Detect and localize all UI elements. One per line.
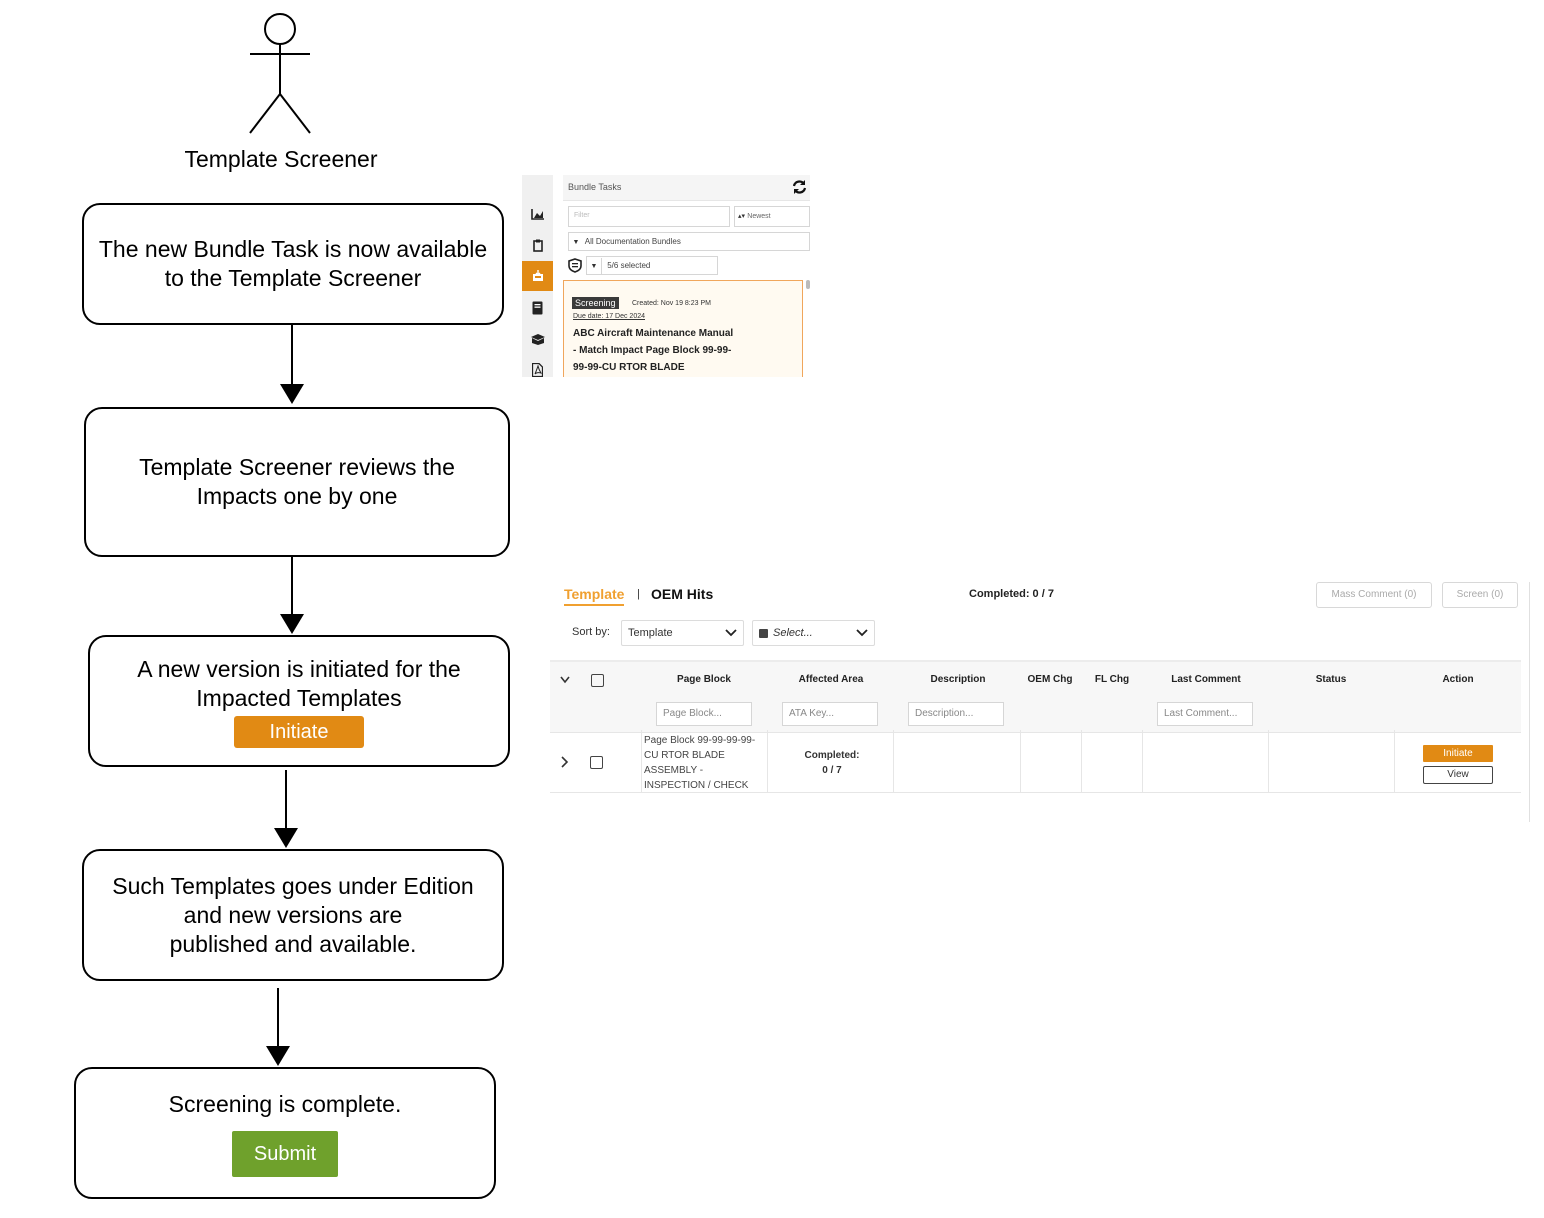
scrollbar-thumb[interactable] <box>806 280 810 289</box>
actor-figure <box>249 13 311 134</box>
step-screening-complete: Screening is complete. Submit <box>74 1067 496 1199</box>
caret-down-icon: ▼ <box>572 239 580 246</box>
column-header[interactable]: Affected Area <box>798 674 864 685</box>
type-select[interactable]: Select... <box>752 620 875 646</box>
page-block-line: ASSEMBLY - <box>644 765 704 776</box>
step-text: Such Templates goes under Edition and ne… <box>112 872 474 957</box>
sort-select[interactable]: Template <box>621 620 744 646</box>
status-select[interactable]: ▼ 5/6 selected <box>586 256 718 275</box>
pdf-icon[interactable] <box>522 355 553 377</box>
status-select-value: 5/6 selected <box>607 261 651 270</box>
sort-label: Sort by: <box>572 626 610 638</box>
sort-select-value: Template <box>628 627 673 639</box>
column-divider <box>1081 730 1082 792</box>
square-icon <box>759 629 768 638</box>
tab-separator: | <box>637 588 640 600</box>
shield-filter-icon[interactable] <box>568 258 582 273</box>
card-due-date[interactable]: Due date: 17 Dec 2024 <box>573 313 645 320</box>
sort-value: Newest <box>747 213 771 220</box>
column-header[interactable]: FL Chg <box>1094 674 1130 685</box>
mass-comment-button[interactable]: Mass Comment (0) <box>1316 582 1432 608</box>
column-divider <box>641 730 642 792</box>
right-border <box>1529 582 1530 822</box>
column-divider <box>1268 730 1269 792</box>
chevron-down-icon <box>725 629 737 637</box>
card-title[interactable]: ABC Aircraft Maintenance Manual - Match … <box>573 325 763 376</box>
inbox-icon[interactable] <box>522 261 553 291</box>
column-divider <box>767 730 768 792</box>
step-edition-publish: Such Templates goes under Edition and ne… <box>82 849 504 981</box>
caret-down-icon: ▼ <box>587 258 602 275</box>
page-block-line: Page Block 99-99-99-99- <box>644 735 756 746</box>
sort-select[interactable]: ▴▾ Newest <box>734 206 810 227</box>
affected-area-cell: Completed: 0 / 7 <box>770 748 894 778</box>
bundle-select[interactable]: ▼ All Documentation Bundles <box>568 232 810 251</box>
step-text: Template Screener reviews the Impacts on… <box>139 454 455 509</box>
last-comment-filter[interactable]: Last Comment... <box>1157 702 1253 726</box>
card-title-line: ABC Aircraft Maintenance Manual <box>573 328 734 339</box>
column-header[interactable]: Page Block <box>677 674 731 685</box>
column-divider <box>1394 730 1395 792</box>
page-block-cell: Page Block 99-99-99-99- CU RTOR BLADE AS… <box>644 733 768 793</box>
description-filter[interactable]: Description... <box>908 702 1004 726</box>
column-header[interactable]: Action <box>1442 674 1474 685</box>
tab-oem-hits[interactable]: OEM Hits <box>651 586 714 602</box>
step-text: A new version is initiated for the Impac… <box>137 655 461 711</box>
side-rail <box>522 175 553 377</box>
select-all-checkbox[interactable] <box>591 674 604 687</box>
row-initiate-button[interactable]: Initiate <box>1423 745 1493 762</box>
table-row[interactable] <box>550 730 1521 793</box>
column-divider <box>1020 730 1021 792</box>
refresh-icon[interactable] <box>791 179 808 195</box>
completed-counter: Completed: 0 / 7 <box>969 588 1054 600</box>
completed-label: Completed: <box>804 750 860 761</box>
bundle-task-card[interactable]: Screening Created: Nov 19 8:23 PM Due da… <box>563 280 803 377</box>
collapse-all-icon[interactable] <box>560 676 570 684</box>
column-header[interactable]: OEM Chg <box>1027 674 1073 685</box>
row-view-button[interactable]: View <box>1423 766 1493 784</box>
column-divider <box>893 730 894 792</box>
column-header[interactable]: Description <box>930 674 986 685</box>
expand-row-icon[interactable] <box>561 756 569 768</box>
bundle-tasks-panel: Bundle Tasks Filter ▴▾ Newest ▼ All Docu… <box>522 175 810 377</box>
step-text: Screening is complete. <box>168 1090 402 1117</box>
step-review-impacts: Template Screener reviews the Impacts on… <box>84 407 510 557</box>
actor-label: Template Screener <box>184 146 378 172</box>
column-divider <box>1142 730 1143 792</box>
screen-button[interactable]: Screen (0) <box>1442 582 1518 608</box>
card-title-line: 99-99-CU RTOR BLADE <box>573 362 685 373</box>
ata-key-filter[interactable]: ATA Key... <box>782 702 878 726</box>
chart-icon[interactable] <box>522 199 553 229</box>
tab-template[interactable]: Template <box>564 586 625 606</box>
row-checkbox[interactable] <box>590 756 603 769</box>
completed-value: 0 / 7 <box>822 765 842 776</box>
box-icon[interactable] <box>522 324 553 354</box>
column-header[interactable]: Status <box>1315 674 1347 685</box>
sort-arrows-icon: ▴▾ <box>738 213 746 220</box>
status-badge: Screening <box>572 297 619 309</box>
select-placeholder: Select... <box>773 627 813 639</box>
page-block-filter[interactable]: Page Block... <box>656 702 752 726</box>
initiate-button[interactable]: Initiate <box>234 715 364 748</box>
flow-arrows <box>266 325 304 1066</box>
step-bundle-task-available: The new Bundle Task is now available to … <box>82 203 504 325</box>
column-header[interactable]: Last Comment <box>1171 674 1241 685</box>
screening-table-panel: Template | OEM Hits Completed: 0 / 7 Mas… <box>548 578 1532 824</box>
card-title-line: - Match Impact Page Block 99-99- <box>573 345 732 356</box>
step-initiate-version: A new version is initiated for the Impac… <box>88 635 510 767</box>
step-text: The new Bundle Task is now available to … <box>98 236 488 291</box>
bundle-tasks-title: Bundle Tasks <box>568 182 622 192</box>
clipboard-icon[interactable] <box>522 230 553 260</box>
submit-button[interactable]: Submit <box>232 1130 338 1177</box>
bundle-select-value: All Documentation Bundles <box>584 237 681 246</box>
page-block-line: CU RTOR BLADE <box>644 750 725 761</box>
page-block-line: INSPECTION / CHECK <box>644 780 749 791</box>
card-created: Created: Nov 19 8:23 PM <box>632 300 711 307</box>
filter-input[interactable]: Filter <box>568 206 730 227</box>
book-icon[interactable] <box>522 293 553 323</box>
chevron-down-icon <box>856 629 868 637</box>
bundle-tasks-header: Bundle Tasks <box>563 175 810 201</box>
